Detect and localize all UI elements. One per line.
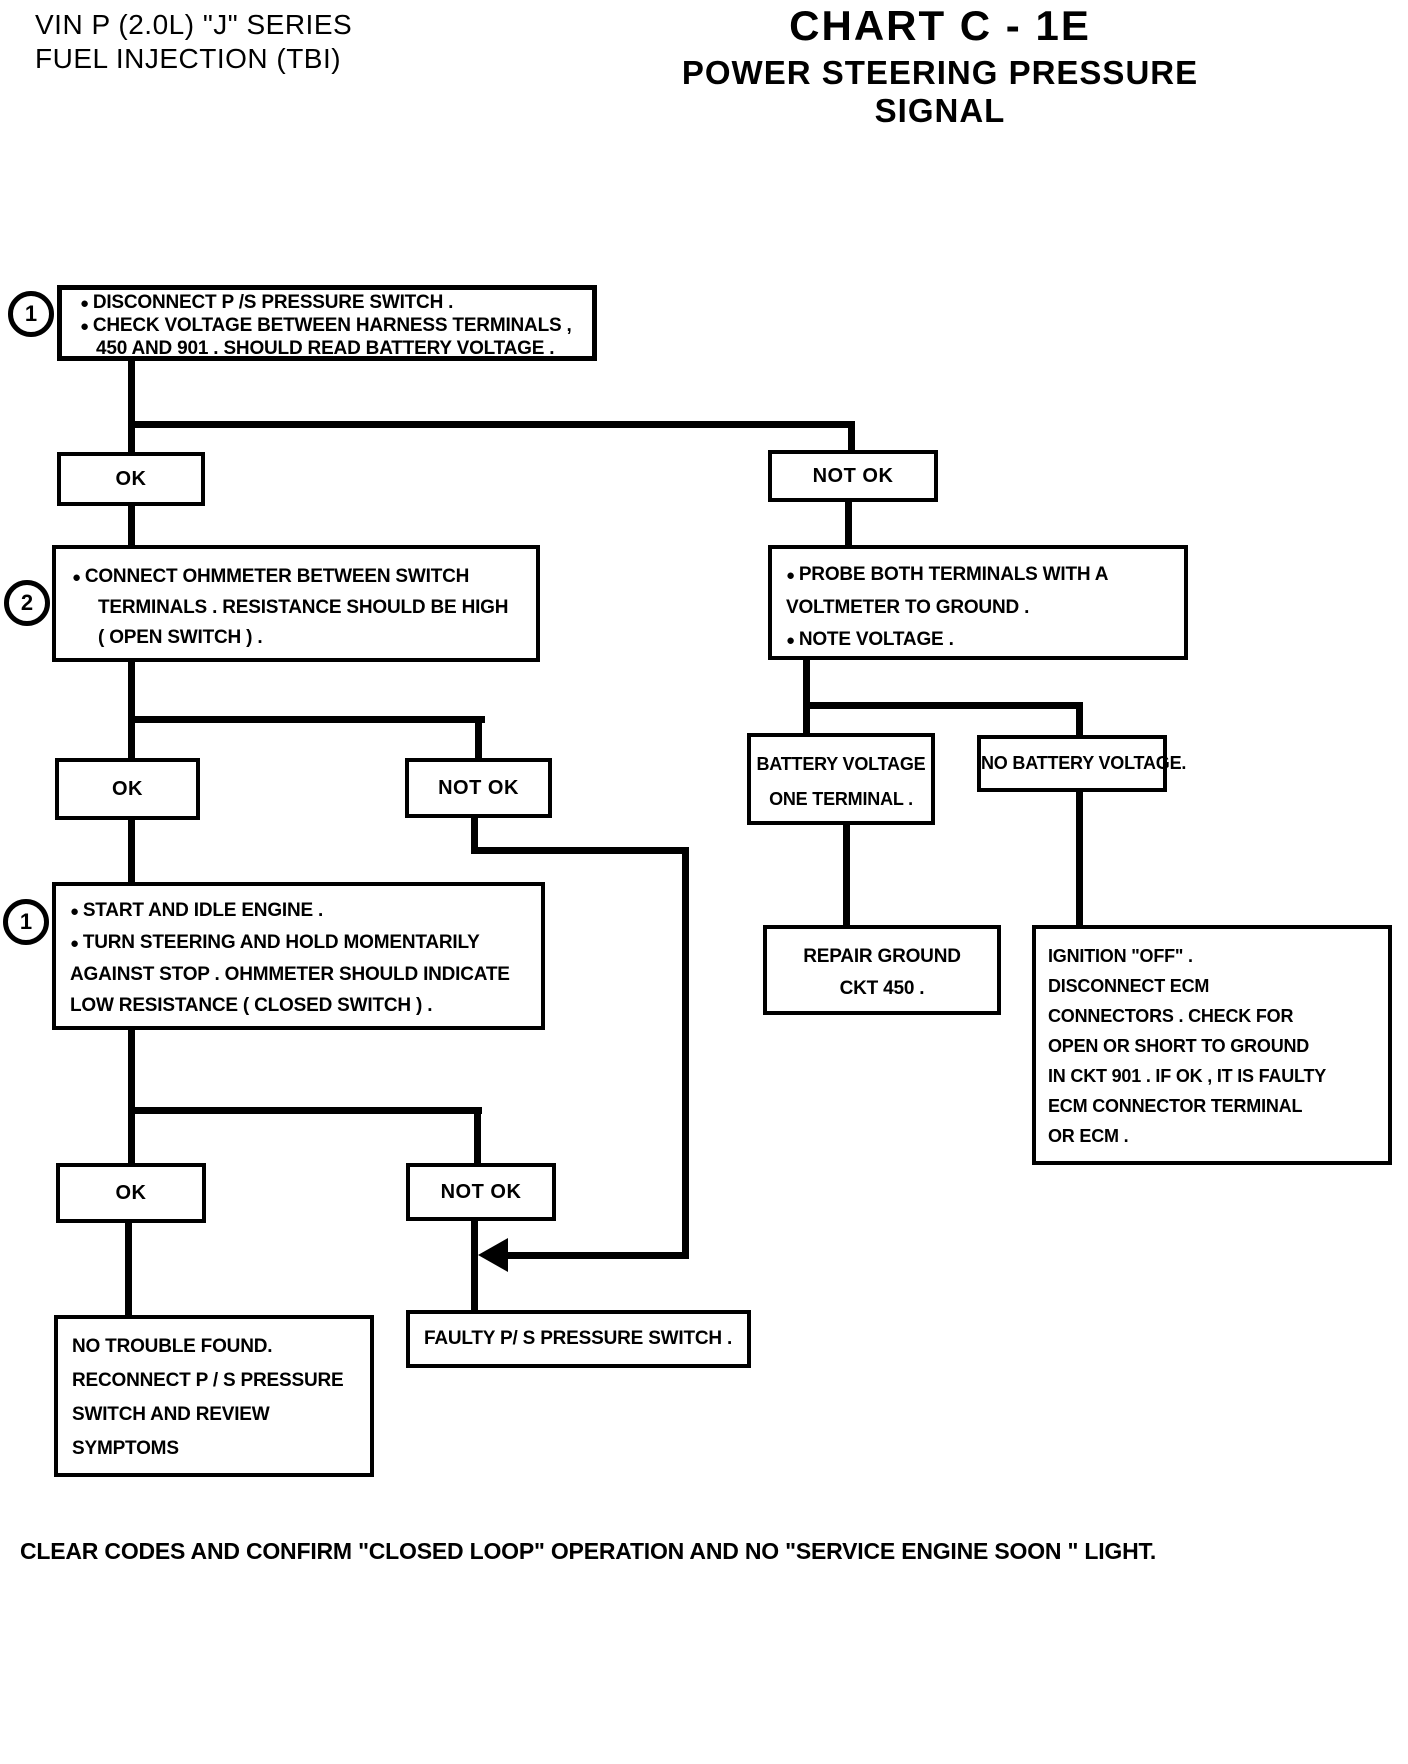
connector-line (471, 818, 478, 854)
decision-not-ok-3: NOT OK (406, 1163, 556, 1221)
connector-line (128, 506, 135, 545)
node-probe-line: PROBE BOTH TERMINALS WITH A (786, 559, 1178, 592)
node-step1-line: CHECK VOLTAGE BETWEEN HARNESS TERMINALS … (80, 315, 586, 338)
node-step3-line: START AND IDLE ENGINE . (70, 895, 535, 927)
node-battery-voltage-one-terminal: BATTERY VOLTAGE ONE TERMINAL . (747, 733, 935, 825)
node-no-trouble-line: SWITCH AND REVIEW (72, 1404, 270, 1425)
step-badge-3: 1 (3, 899, 49, 945)
fuel-injection-text: FUEL INJECTION (TBI) (35, 43, 342, 74)
connector-line (474, 1107, 481, 1163)
decision-not-ok-1: NOT OK (768, 450, 938, 502)
node-step3: START AND IDLE ENGINE . TURN STEERING AN… (52, 882, 545, 1030)
node-faulty-pressure-switch: FAULTY P/ S PRESSURE SWITCH . (406, 1310, 751, 1368)
connector-line (1076, 792, 1083, 925)
connector-line (471, 1221, 478, 1310)
connector-line (475, 716, 482, 758)
connector-line (128, 820, 135, 882)
connector-line (803, 702, 1083, 709)
node-no-trouble-found: NO TROUBLE FOUND. RECONNECT P / S PRESSU… (54, 1315, 374, 1477)
node-ignition-line: DISCONNECT ECM (1048, 976, 1210, 996)
decision-not-ok-2: NOT OK (405, 758, 552, 818)
connector-line (128, 1030, 135, 1163)
node-probe-line: NOTE VOLTAGE . (786, 624, 1178, 657)
connector-line (508, 1252, 689, 1259)
connector-line (803, 660, 810, 733)
feedback-arrowhead-icon (478, 1238, 508, 1272)
connector-line (843, 825, 850, 925)
connector-line (1076, 702, 1083, 735)
node-repair-line: CKT 450 . (839, 978, 925, 999)
decision-ok-1: OK (57, 452, 205, 506)
node-no-trouble-line: SYMPTOMS (72, 1438, 179, 1459)
node-step2: CONNECT OHMMETER BETWEEN SWITCH TERMINAL… (52, 545, 540, 662)
node-ignition-line: ECM CONNECTOR TERMINAL (1048, 1096, 1303, 1116)
node-step2-line: ( OPEN SWITCH ) . (98, 627, 263, 648)
node-ignition-off-ecm: IGNITION "OFF" . DISCONNECT ECM CONNECTO… (1032, 925, 1392, 1165)
step-badge-1: 1 (8, 291, 54, 337)
connector-line (682, 847, 689, 1259)
connector-line (845, 502, 852, 545)
node-no-trouble-line: RECONNECT P / S PRESSURE (72, 1370, 344, 1391)
connector-line (471, 847, 689, 854)
chart-title: CHART C - 1E (789, 2, 1091, 49)
node-ignition-line: IN CKT 901 . IF OK , IT IS FAULTY (1048, 1066, 1327, 1086)
node-step1: DISCONNECT P /S PRESSURE SWITCH . CHECK … (57, 285, 597, 361)
node-ignition-line: CONNECTORS . CHECK FOR (1048, 1006, 1294, 1026)
node-repair-line: REPAIR GROUND (803, 946, 961, 967)
connector-line (128, 421, 855, 428)
connector-line (128, 358, 135, 452)
chart-subtitle: POWER STEERING PRESSURE SIGNAL (681, 54, 1199, 129)
node-step2-line: TERMINALS . RESISTANCE SHOULD BE HIGH (98, 597, 509, 618)
node-ignition-line: IGNITION "OFF" . (1048, 946, 1193, 966)
connector-line (125, 1223, 132, 1315)
decision-ok-2: OK (55, 758, 200, 820)
connector-line (128, 1107, 482, 1114)
connector-line (128, 662, 135, 758)
node-step1-line: DISCONNECT P /S PRESSURE SWITCH . (80, 292, 586, 315)
node-probe-terminals: PROBE BOTH TERMINALS WITH A VOLTMETER TO… (768, 545, 1188, 660)
node-no-trouble-line: NO TROUBLE FOUND. (72, 1336, 273, 1357)
node-step3-line: LOW RESISTANCE ( CLOSED SWITCH ) . (70, 995, 433, 1016)
page-subtitle-left: VIN P (2.0L) "J" SERIES FUEL INJECTION (… (35, 8, 352, 76)
node-no-battery-voltage: NO BATTERY VOLTAGE. (977, 735, 1187, 792)
vehicle-series-text: VIN P (2.0L) "J" SERIES (35, 9, 353, 40)
node-probe-line: VOLTMETER TO GROUND . (786, 597, 1030, 618)
connector-line (128, 716, 485, 723)
node-ignition-line: OPEN OR SHORT TO GROUND (1048, 1036, 1310, 1056)
node-step3-line: AGAINST STOP . OHMMETER SHOULD INDICATE (70, 964, 510, 985)
node-step2-line: CONNECT OHMMETER BETWEEN SWITCH (72, 562, 530, 593)
step-badge-2: 2 (4, 580, 50, 626)
node-step3-line: TURN STEERING AND HOLD MOMENTARILY (70, 927, 535, 959)
decision-ok-3: OK (56, 1163, 206, 1223)
node-no-battery-line: NO BATTERY VOLTAGE. (981, 753, 1187, 773)
node-ignition-line: OR ECM . (1048, 1126, 1129, 1146)
node-step1-line: 450 AND 901 . SHOULD READ BATTERY VOLTAG… (96, 338, 555, 359)
node-battery-line: BATTERY VOLTAGE (756, 754, 926, 774)
footer-note: CLEAR CODES AND CONFIRM "CLOSED LOOP" OP… (20, 1538, 1157, 1564)
node-battery-line: ONE TERMINAL . (769, 789, 913, 809)
node-repair-ground: REPAIR GROUND CKT 450 . (763, 925, 1001, 1015)
connector-line (848, 421, 855, 450)
node-faulty-line: FAULTY P/ S PRESSURE SWITCH . (424, 1328, 733, 1349)
